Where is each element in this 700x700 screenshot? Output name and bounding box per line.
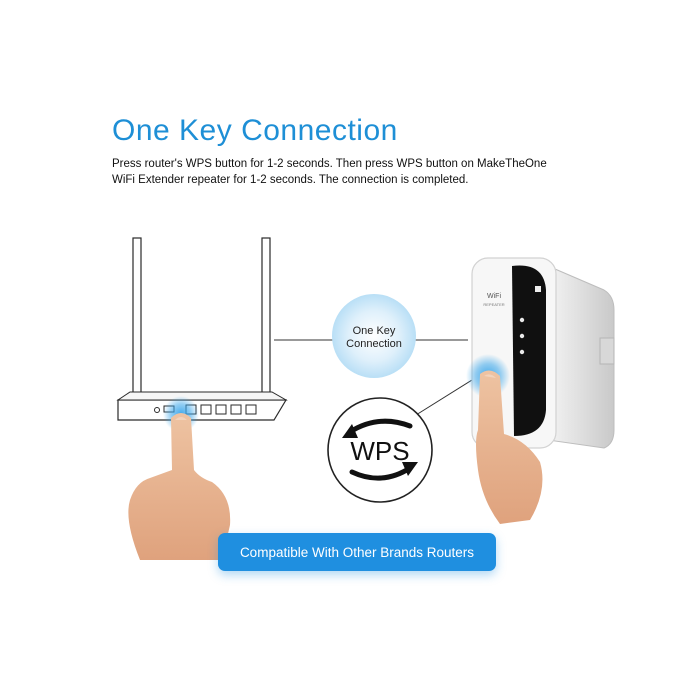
description: Press router's WPS button for 1-2 second… [112,156,582,188]
wps-arrow-top-icon [347,418,413,435]
router-illustration [116,237,288,432]
extender-front-panel [512,265,546,436]
headline: One Key Connection [112,114,398,147]
extender-plug-pin [599,337,615,365]
extender-plug-housing [547,265,615,449]
connector-line-wps [407,379,473,421]
router-antenna-left [132,237,142,411]
extender-label-line-1: WiFi [487,293,501,300]
connection-bubble-line-2: Connection [346,338,402,350]
extender-led-1 [519,317,525,323]
wps-badge-label: WPS [350,436,409,466]
connection-bubble-line-1: One Key [353,325,396,337]
description-line-1: Press router's WPS button for 1-2 second… [112,158,547,170]
router-power-port [154,407,160,413]
wps-badge: WPS [327,397,433,503]
extender-label-line-2: REPEATER [483,302,504,307]
hand-pressing-router [128,413,231,560]
extender-led-3 [519,349,525,355]
extender-led-2 [519,333,525,339]
extender-logo-mark [535,286,541,292]
wps-arrow-bottom-icon [349,465,413,481]
hand-pressing-extender [476,370,543,524]
router-top [116,391,288,401]
router-antenna-right [261,237,271,411]
one-key-connection-bubble: One Key Connection [332,294,416,378]
compatible-routers-badge: Compatible With Other Brands Routers [218,533,496,571]
description-line-2: WiFi Extender repeater for 1-2 seconds. … [112,174,469,186]
